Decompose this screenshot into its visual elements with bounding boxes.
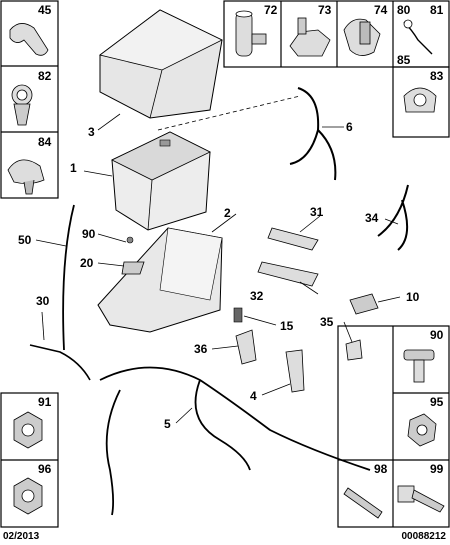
inset-box-45: 45 bbox=[9, 3, 52, 56]
bracket-part-36 bbox=[235, 329, 257, 365]
inset-box-72: 72 bbox=[235, 3, 278, 57]
inset-box-83: 83 bbox=[392, 66, 450, 138]
box-label-96: 96 bbox=[38, 462, 52, 476]
cable-part-34 bbox=[377, 184, 409, 251]
box-label-80: 80 bbox=[397, 3, 411, 17]
inset-box-82: 82 bbox=[11, 69, 52, 126]
part-label-5: 5 bbox=[164, 417, 171, 431]
clip-part-4 bbox=[285, 349, 305, 393]
box-label-90: 90 bbox=[430, 328, 444, 342]
box-label-82: 82 bbox=[38, 69, 52, 83]
part-label-34: 34 bbox=[365, 211, 379, 225]
clip-45-icon bbox=[9, 23, 49, 56]
connector-holder-73-icon bbox=[289, 29, 331, 57]
bracket-part-20 bbox=[121, 261, 145, 275]
bolt-part-90 bbox=[126, 236, 134, 244]
box-label-45: 45 bbox=[38, 3, 52, 17]
box-label-84: 84 bbox=[38, 135, 52, 149]
inset-box-90: 90 bbox=[403, 328, 444, 383]
box-label-99: 99 bbox=[430, 462, 444, 476]
part-label-32: 32 bbox=[250, 289, 264, 303]
leader-lines bbox=[35, 95, 401, 424]
part-labels: 3 1 6 2 31 34 90 50 20 32 10 30 15 35 36… bbox=[18, 120, 420, 431]
bracket-part-31 bbox=[267, 227, 319, 251]
inset-bottom-right bbox=[337, 325, 450, 528]
inset-box-73: 73 bbox=[289, 3, 332, 57]
part-label-15: 15 bbox=[280, 319, 294, 333]
inset-box-80-81-85: 80 81 85 bbox=[397, 3, 444, 67]
inset-bottom-left bbox=[0, 392, 59, 528]
footer-date: 02/2013 bbox=[3, 531, 40, 542]
cable-part-50 bbox=[62, 204, 75, 351]
inset-box-99: 99 bbox=[397, 462, 445, 513]
battery-tray-part-2 bbox=[97, 227, 223, 333]
part-label-31: 31 bbox=[310, 205, 324, 219]
box-label-95: 95 bbox=[430, 395, 444, 409]
part-label-10: 10 bbox=[406, 290, 420, 304]
cable-part-6 bbox=[289, 87, 337, 181]
harness-part-5 bbox=[99, 366, 371, 516]
box-label-72: 72 bbox=[264, 3, 278, 17]
cable-holder-84-icon bbox=[7, 159, 45, 184]
part-label-36: 36 bbox=[194, 342, 208, 356]
box-label-85: 85 bbox=[397, 53, 411, 67]
grommet-72-icon bbox=[235, 11, 253, 57]
inset-box-96: 96 bbox=[13, 462, 52, 515]
cable-part-30 bbox=[29, 344, 91, 381]
part-label-30: 30 bbox=[36, 294, 50, 308]
battery-part-1 bbox=[111, 131, 211, 231]
box-label-98: 98 bbox=[374, 462, 388, 476]
clip-part-35 bbox=[345, 339, 363, 361]
part-label-2: 2 bbox=[224, 206, 231, 220]
inset-box-98: 98 bbox=[343, 462, 388, 519]
inset-box-91: 91 bbox=[13, 395, 52, 449]
part-label-90: 90 bbox=[82, 227, 96, 241]
inset-box-95: 95 bbox=[407, 395, 444, 447]
bracket-part-32 bbox=[257, 261, 319, 287]
footer-reference: 00088212 bbox=[401, 531, 447, 542]
part-label-4: 4 bbox=[250, 389, 257, 403]
inset-left-column bbox=[0, 0, 59, 199]
battery-cover-part-3 bbox=[99, 9, 223, 119]
part-label-20: 20 bbox=[80, 256, 94, 270]
inset-box-84: 84 bbox=[7, 135, 52, 195]
part-label-1: 1 bbox=[70, 161, 77, 175]
part-label-35: 35 bbox=[320, 315, 334, 329]
box-label-81: 81 bbox=[430, 3, 444, 17]
box-label-73: 73 bbox=[318, 3, 332, 17]
inset-box-74: 74 bbox=[343, 3, 388, 56]
box-label-91: 91 bbox=[38, 395, 52, 409]
screw-99-icon bbox=[397, 485, 415, 503]
part-label-3: 3 bbox=[88, 125, 95, 139]
inset-top-right bbox=[223, 0, 450, 68]
connector-part-10 bbox=[349, 293, 379, 315]
box-label-74: 74 bbox=[374, 3, 388, 17]
stud-98-icon bbox=[343, 487, 383, 519]
part-label-50: 50 bbox=[18, 233, 32, 247]
bolt-90-icon bbox=[403, 349, 435, 361]
fuse-part-15 bbox=[233, 307, 243, 323]
part-label-6: 6 bbox=[346, 120, 353, 134]
box-label-83: 83 bbox=[430, 69, 444, 83]
